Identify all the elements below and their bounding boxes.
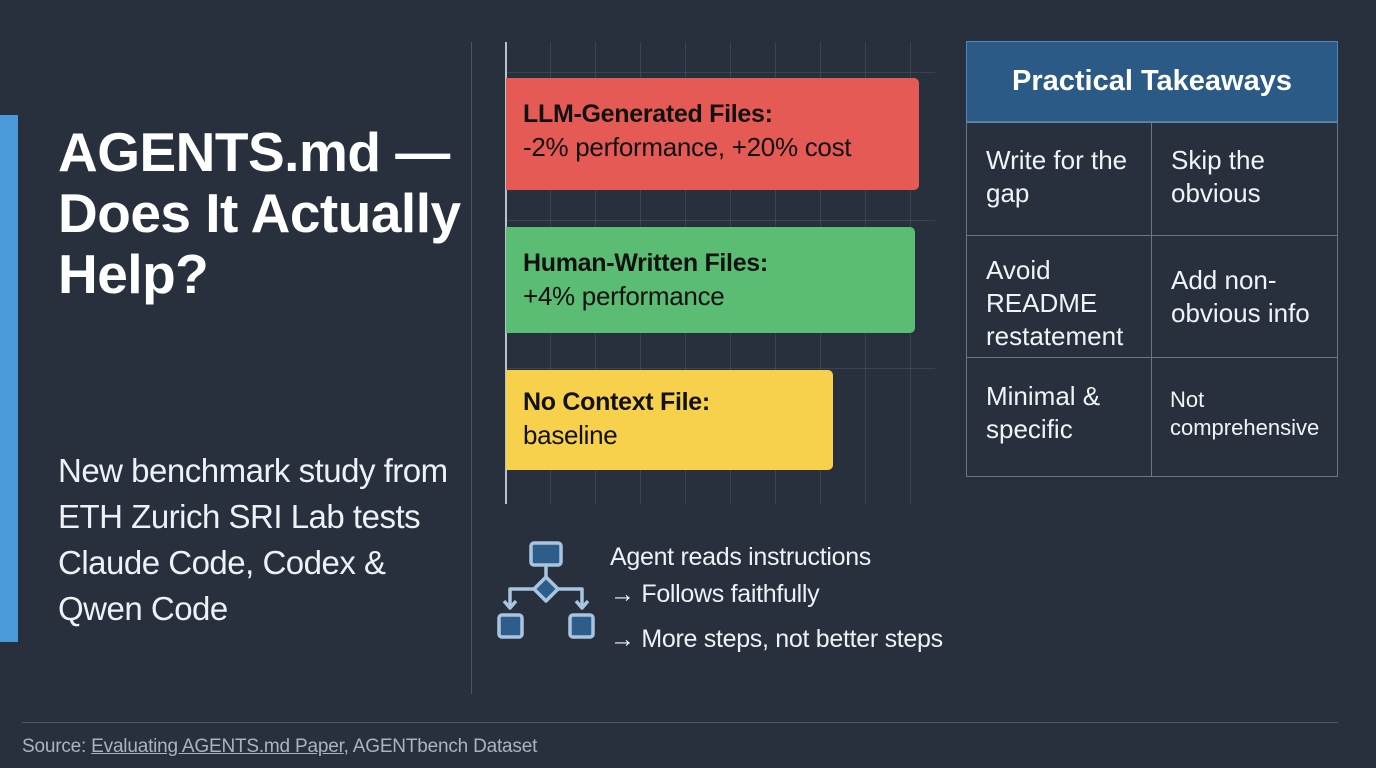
footer-divider [22, 722, 1338, 723]
bar-no-context: No Context File: baseline [506, 370, 833, 470]
bar-label: Human-Written Files: [523, 249, 768, 277]
bar-label: No Context File: [523, 388, 710, 416]
takeaway-cell: Minimal & specific [967, 358, 1152, 477]
takeaways-table: Practical Takeaways Write for the gap Sk… [966, 41, 1338, 477]
flow-line-2: → Follows faithfully [610, 580, 820, 608]
takeaway-cell: Not comprehensive [1170, 387, 1320, 440]
flow-line-1: Agent reads instructions [610, 543, 872, 571]
section-divider [471, 42, 472, 694]
bar-llm-generated: LLM-Generated Files: -2% performance, +2… [506, 78, 919, 190]
takeaway-cell: Avoid README restatement [967, 236, 1152, 358]
takeaway-cell: Write for the gap [967, 122, 1152, 236]
accent-bar [0, 115, 18, 642]
takeaway-cell: Skip the obvious [1152, 122, 1337, 236]
source-prefix: Source: [22, 736, 92, 757]
takeaway-cell: Add non-obvious info [1152, 236, 1337, 358]
bar-value: -2% performance, +20% cost [523, 132, 852, 162]
flowchart-icon [497, 541, 595, 639]
bar-value: baseline [523, 420, 618, 450]
bar-value: +4% performance [523, 281, 725, 311]
flow-line-3: → More steps, not better steps [610, 625, 943, 653]
page-subtitle: New benchmark study from ETH Zurich SRI … [58, 452, 448, 627]
bar-label: LLM-Generated Files: [523, 100, 773, 128]
source-suffix: , AGENTbench Dataset [343, 736, 538, 757]
takeaways-header: Practical Takeaways [966, 41, 1338, 123]
source-paper-link[interactable]: Evaluating AGENTS.md Paper [91, 736, 344, 757]
page-title: AGENTS.md — Does It Actually Help? [58, 121, 461, 305]
source-footer: Source: Evaluating AGENTS.md Paper, AGEN… [22, 736, 537, 758]
bar-human-written: Human-Written Files: +4% performance [506, 227, 915, 333]
